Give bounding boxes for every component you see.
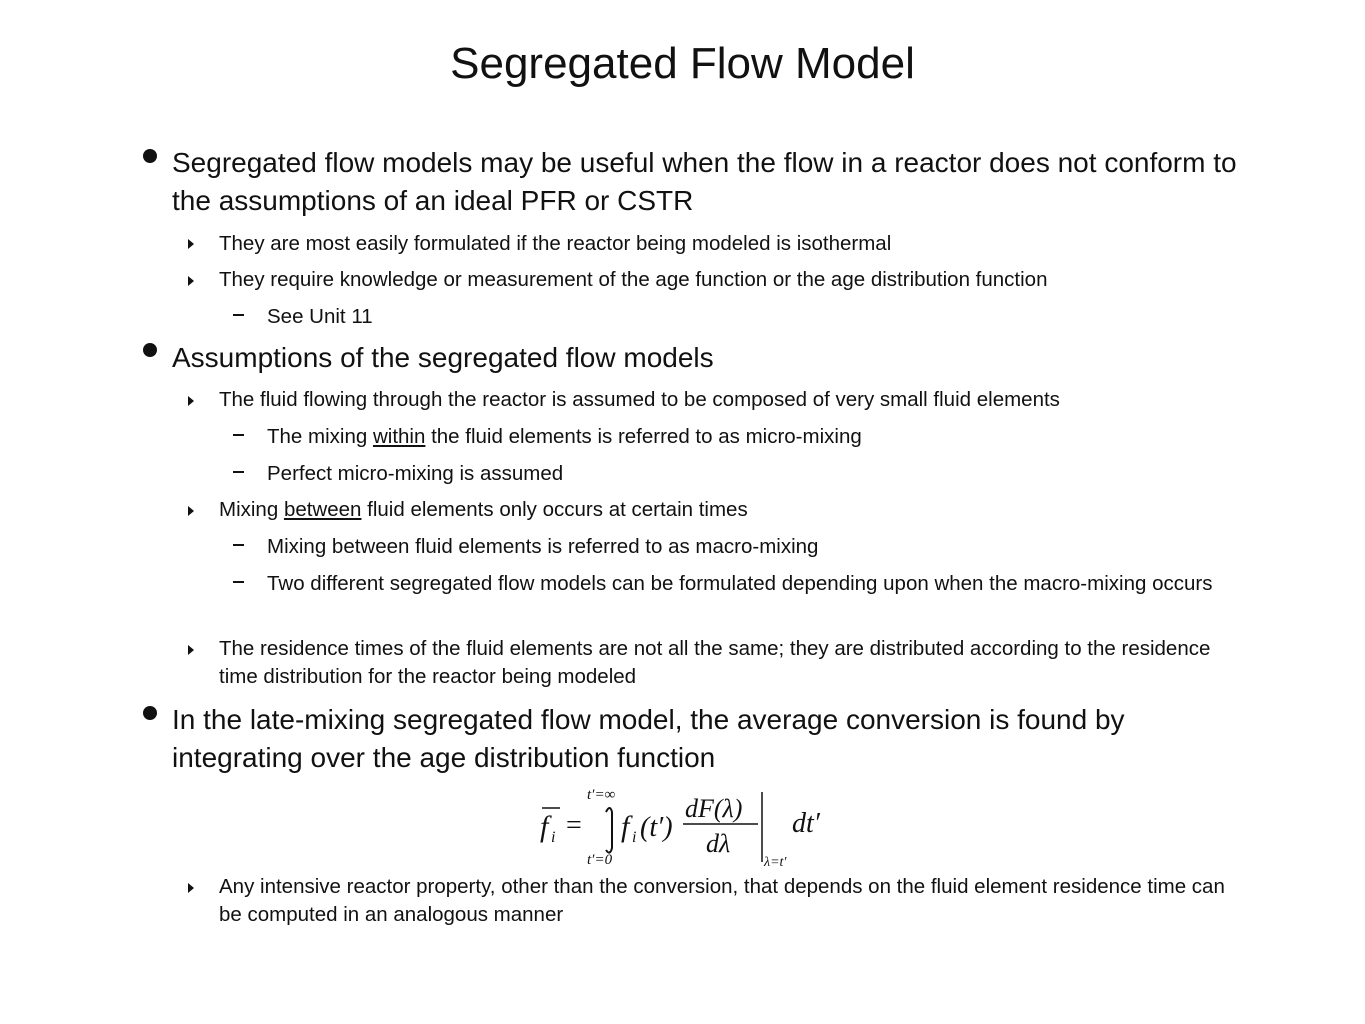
eq-differential: dt′ [792, 808, 821, 839]
dash-marker [233, 434, 244, 436]
bullet-1-sub-2a: See Unit 11 [267, 305, 373, 328]
bullet-dot-1 [143, 149, 157, 163]
bullet-2-sub-1b: Perfect micro-mixing is assumed [267, 462, 564, 485]
bullet-2-sub-2a: Mixing between fluid elements is referre… [267, 535, 819, 558]
integral-sign [605, 807, 613, 854]
sub-bullet-marker [188, 276, 194, 286]
eq-denominator: dλ [706, 829, 730, 858]
emphasis-between: between [283, 498, 362, 521]
bullet-2-sub-2b: Two different segregated flow models can… [267, 572, 1213, 595]
eq-integrand-sub: i [632, 829, 636, 846]
slide-title: Segregated Flow Model [450, 39, 915, 88]
sub-bullet-marker [188, 396, 194, 406]
bullet-dot-3 [143, 706, 157, 720]
dash-marker [233, 544, 244, 546]
sub-bullet-marker [188, 239, 194, 249]
bullet-1-text: Segregated flow models may be useful whe… [172, 147, 1237, 216]
dash-marker [233, 581, 244, 583]
eq-equals: = [566, 810, 582, 841]
eq-lhs-sub: i [551, 829, 555, 846]
sub-bullet-marker [188, 506, 194, 516]
sub-bullet-marker [188, 883, 194, 893]
bullet-2-sub-1a: The mixing within the fluid elements is … [267, 425, 862, 448]
eq-integrand-arg: (t′) [640, 812, 673, 843]
bullet-2-sub-1: The fluid flowing through the reactor is… [219, 388, 1060, 411]
bullet-1-sub-2: They require knowledge or measurement of… [219, 268, 1048, 291]
bullet-2-text: Assumptions of the segregated flow model… [172, 342, 714, 373]
eq-upper-limit: t′=∞ [587, 787, 616, 803]
dash-marker [233, 314, 244, 316]
bullet-dot-2 [143, 343, 157, 357]
bullet-3-text: In the late-mixing segregated flow model… [172, 704, 1125, 773]
eq-lower-limit: t′=0 [587, 852, 613, 868]
integral-equation: f i = t′=∞ t′=0 f i (t′) dF(λ) dλ λ=t′ d… [540, 787, 821, 870]
eq-numerator: dF(λ) [685, 794, 742, 823]
bullet-3-sub-1: Any intensive reactor property, other th… [219, 875, 1225, 926]
dash-marker [233, 471, 244, 473]
bullet-2-sub-3: The residence times of the fluid element… [219, 637, 1211, 688]
bullet-2-sub-2: Mixing between fluid elements only occur… [219, 498, 748, 521]
sub-bullet-marker [188, 645, 194, 655]
eq-eval-at: λ=t′ [763, 855, 787, 870]
bullet-1-sub-1: They are most easily formulated if the r… [219, 232, 892, 255]
emphasis-within: within [372, 425, 426, 448]
